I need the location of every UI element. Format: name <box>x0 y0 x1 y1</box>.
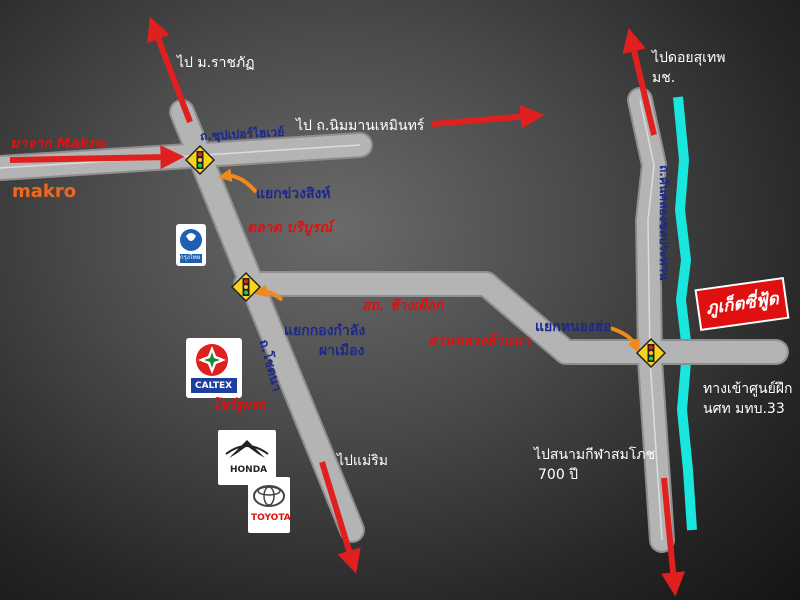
pointer-arrow-icon <box>217 168 258 194</box>
chotana-road <box>171 101 363 541</box>
destination-label-mae-rim: ไปแม่ริม <box>337 453 388 469</box>
honda-logo <box>218 430 276 485</box>
traffic-light-icon <box>230 271 262 303</box>
destination-label-mtb33: นศท มทบ.33 <box>703 401 785 417</box>
landmark-label-chang-phueak: สถ. ช้างเผือก <box>362 298 444 314</box>
destination-label-stadium-700: 700 ปี <box>538 467 579 483</box>
pointer-arrow-icon <box>609 326 640 354</box>
river <box>673 96 697 531</box>
destination-label-cmu: มช. <box>652 70 676 86</box>
chang-phueak-road <box>235 273 787 363</box>
toyota-caption: TOYOTA <box>251 513 291 523</box>
krungthai-caption: กรุงไทย <box>180 254 201 261</box>
caltex-caption: CALTEX <box>195 381 233 391</box>
direction-arrow-icon <box>661 477 686 597</box>
toyota-logo <box>248 477 290 533</box>
intersection-label-chuang-sing: แยกข่วงสิงห์ <box>256 186 331 202</box>
landmark-label-talad: ตลาด บริบูรณ์ <box>247 220 333 236</box>
road-label-khlong-chonlaprathan: ถ.คันคลองชลประทาน <box>657 165 671 281</box>
traffic-light-icon <box>635 337 667 369</box>
intersection-label-nong-ho: แยกหนองฮ่อ <box>535 319 612 335</box>
direction-arrow-icon <box>622 27 657 136</box>
destination-label-rajabhat: ไป ม.ราชภัฏ <box>177 55 255 71</box>
direction-arrow-icon <box>431 104 545 129</box>
intersection-label-pha-mueang: ผาเมือง <box>319 343 365 359</box>
pointer-arrow-icon <box>254 284 284 302</box>
destination-sign <box>694 276 790 332</box>
direction-arrow-icon <box>319 461 361 574</box>
direction-arrow-icon <box>9 145 185 170</box>
destination-label-training-center: ทางเข้าศูนย์ฝึก <box>703 381 793 397</box>
makro-logo: makro <box>12 181 77 202</box>
caltex-logo <box>186 338 242 398</box>
direction-arrows <box>9 16 686 597</box>
direction-arrow-icon <box>147 16 193 124</box>
krungthai-bank-logo <box>176 224 206 266</box>
intersection-label-kong-kamlang: แยกกองกำลัง <box>284 323 366 339</box>
landmark-label-suan-luang: สวนหลวงล้านนา <box>428 333 530 349</box>
honda-caption: HONDA <box>230 465 268 475</box>
destination-label-nimman: ไป ถ.นิมมานเหมินทร์ <box>296 118 425 134</box>
destination-label-doi-suthep: ไปดอยสุเทพ <box>652 50 726 66</box>
destination-label-stadium: ไปสนามกีฬาสมโภช <box>534 447 656 463</box>
landmark-label-showroom: โชว์รูมรถ <box>212 398 266 413</box>
from-makro-label: มาจาก Makro <box>10 136 106 152</box>
traffic-light-icon <box>184 144 216 176</box>
